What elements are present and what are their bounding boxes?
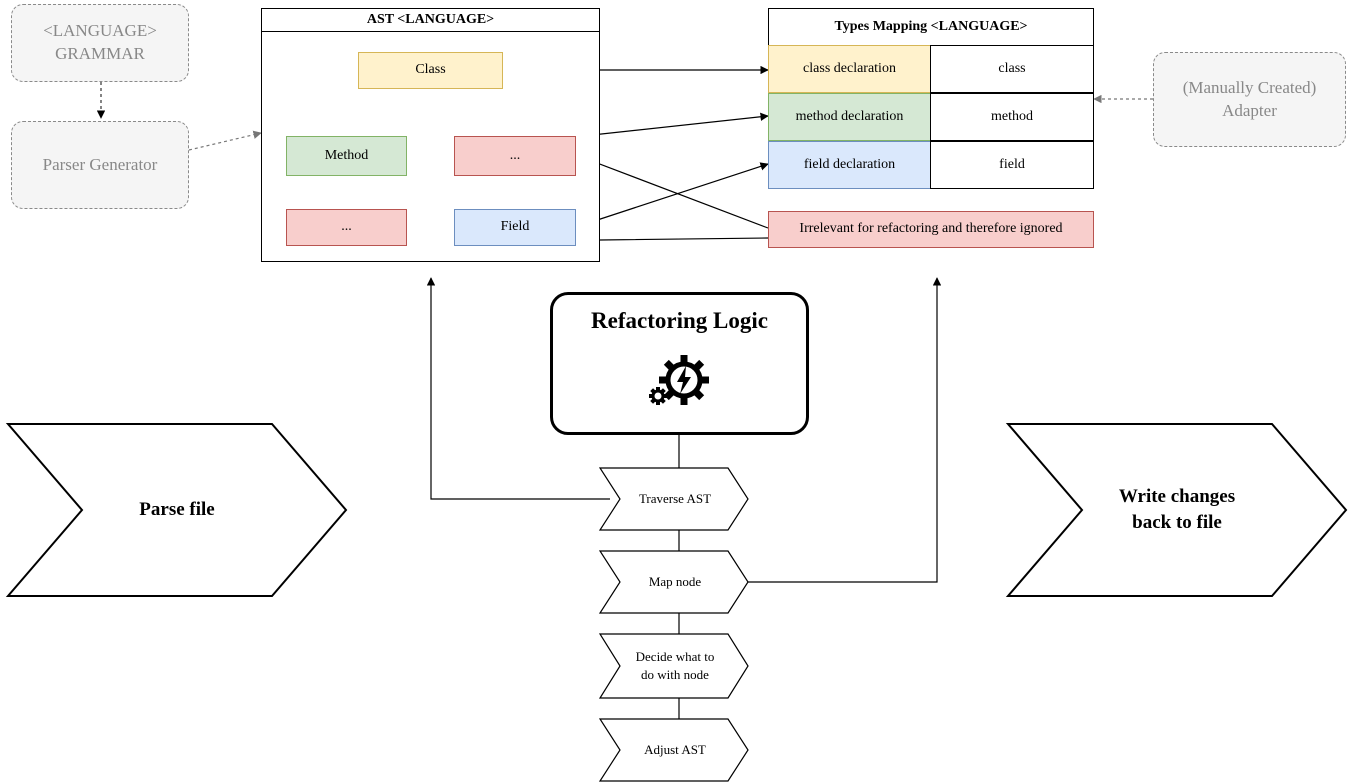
ast-node-field-label: Field [500, 219, 530, 235]
ast-node-unknown-bottom-label: ... [341, 219, 352, 235]
adapter-box: (Manually Created) Adapter [1153, 52, 1346, 147]
parse-file: Parse file [82, 424, 272, 596]
step-chevron-adjust [598, 718, 749, 782]
step-decide: Decide what to do with node [620, 634, 730, 698]
mapping-row-method-declaration: method declaration [768, 93, 931, 141]
mapping-field-type-label: field [999, 156, 1025, 172]
parse-file-chevron [5, 423, 348, 597]
ast-node-field: Field [454, 209, 576, 246]
gears-lightning-icon [648, 350, 712, 417]
step-traverse-ast: Traverse AST [620, 468, 730, 530]
ast-node-class-label: Class [415, 62, 446, 78]
ast-node-method: Method [286, 136, 407, 176]
mapping-row-field-declaration: field declaration [768, 141, 931, 189]
refactoring-logic-box: Refactoring Logic [550, 292, 809, 435]
write-changes-chevron [1005, 423, 1348, 597]
mapping-field-declaration-label: field declaration [803, 156, 896, 172]
step-map-node-label: Map node [648, 573, 702, 589]
parse-file-label: Parse file [139, 499, 215, 521]
ast-node-unknown-bottom: ... [286, 209, 407, 246]
mapping-row-class-type: class [930, 45, 1094, 93]
language-grammar-box: <LANGUAGE> GRAMMAR [11, 4, 189, 82]
ast-title: AST <LANGUAGE> [262, 9, 599, 32]
parser-generator-label: Parser Generator [42, 154, 158, 174]
ast-node-method-label: Method [324, 147, 369, 163]
language-grammar-label: <LANGUAGE> GRAMMAR [43, 21, 157, 63]
step-adjust-ast: Adjust AST [620, 719, 730, 781]
ast-node-unknown-top: ... [454, 136, 576, 176]
mapping-row-class-declaration: class declaration [768, 45, 931, 93]
mapping-class-declaration-label: class declaration [803, 60, 896, 76]
write-changes: Write changes back to file [1082, 424, 1272, 596]
ast-node-unknown-top-label: ... [509, 147, 521, 163]
step-chevron-map [598, 550, 749, 614]
mapping-class-type-label: class [998, 60, 1026, 76]
irrelevant-box: Irrelevant for refactoring and therefore… [768, 211, 1094, 248]
step-chevron-traverse [598, 467, 749, 531]
irrelevant-label: Irrelevant for refactoring and therefore… [799, 221, 1063, 237]
mapping-row-method-type: method [930, 93, 1094, 141]
adapter-label: (Manually Created) Adapter [1182, 77, 1317, 120]
write-changes-label: Write changes back to file [1118, 486, 1236, 533]
parser-generator-box: Parser Generator [11, 121, 189, 209]
mapping-row-field-type: field [930, 141, 1094, 189]
step-decide-label: Decide what to do with node [635, 648, 715, 682]
step-chevron-decide [598, 633, 749, 699]
step-traverse-ast-label: Traverse AST [638, 490, 712, 506]
types-mapping-title: Types Mapping <LANGUAGE> [769, 9, 1093, 47]
mapping-method-type-label: method [991, 108, 1033, 124]
step-map-node: Map node [620, 551, 730, 613]
step-adjust-ast-label: Adjust AST [644, 741, 706, 757]
refactoring-logic-title: Refactoring Logic [591, 308, 768, 333]
mapping-method-declaration-label: method declaration [795, 108, 904, 124]
ast-node-class: Class [358, 52, 503, 89]
